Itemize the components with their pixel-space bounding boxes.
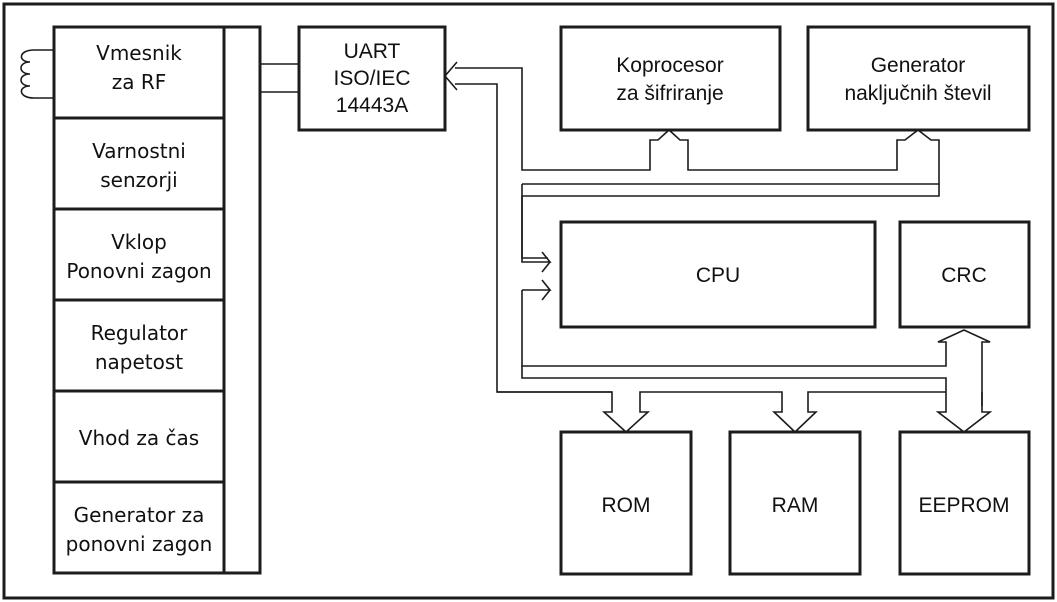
reset-generator-label-1: Generator za [74, 503, 205, 527]
uart-box [297, 25, 447, 132]
power-on-reset-box [52, 207, 226, 302]
voltage-regulator-label-2: napetost [95, 350, 183, 374]
cpu-box [559, 220, 877, 329]
uart-label-2: ISO/IEC [333, 67, 410, 90]
reset-generator-label-2: ponovni zagon [66, 532, 213, 556]
security-sensors-label-2: senzorji [100, 168, 177, 192]
voltage-regulator-label-1: Regulator [91, 321, 189, 345]
coprocessor-label-2: za šifriranje [616, 82, 723, 105]
rng-label-1: Generator [871, 54, 966, 77]
rf-interface-label-2: za RF [112, 70, 167, 94]
clock-input-label: Vhod za čas [79, 426, 199, 450]
eeprom-box [898, 430, 1031, 576]
rf-to-uart-link [260, 63, 299, 93]
power-on-reset-label-1: Vklop [111, 230, 167, 254]
uart-label-1: UART [344, 40, 401, 63]
rng-box [806, 25, 1031, 132]
crc-box [898, 220, 1031, 329]
security-sensors-box [52, 116, 226, 211]
rf-interface-label-1: Vmesnik [96, 41, 182, 65]
memory-bus-arrow [497, 366, 993, 434]
security-sensors-label-1: Varnostni [92, 139, 186, 163]
eeprom-label: EEPROM [918, 494, 1009, 517]
cpu-bus-arrow [521, 184, 991, 406]
coprocessor-label-1: Koprocesor [616, 54, 723, 77]
rom-box [559, 430, 693, 576]
reset-generator-box [52, 480, 226, 575]
antenna-coil-icon [20, 49, 54, 99]
power-on-reset-label-2: Ponovni zagon [66, 259, 211, 283]
uart-label-3: 14443A [336, 94, 408, 117]
left-column: Vmesnik za RF Varnostni senzorji Vklop P… [52, 25, 262, 575]
crypto-coprocessor-box [559, 25, 782, 132]
cpu-label: CPU [696, 264, 740, 287]
rf-interface-box [52, 25, 226, 120]
crc-label: CRC [941, 264, 987, 287]
ram-label: RAM [772, 494, 819, 517]
internal-bus-bar [222, 25, 262, 575]
ram-box [728, 430, 862, 576]
rom-label: ROM [602, 494, 651, 517]
voltage-regulator-box [52, 298, 226, 393]
rng-label-2: naključnih števil [844, 82, 991, 105]
